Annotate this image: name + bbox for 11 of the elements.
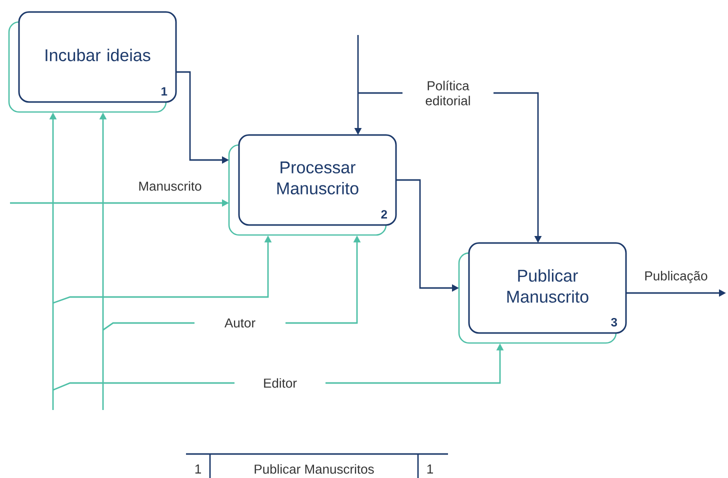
process-box: Publicar Manuscrito 3 xyxy=(458,242,627,344)
edge-label: Autor xyxy=(194,315,286,331)
title-block-text: Publicar Manuscritos xyxy=(254,464,374,474)
edge-label: Política editorial xyxy=(402,78,494,108)
title-block-text: 1 xyxy=(427,464,433,474)
title-block-text: 1 xyxy=(195,464,201,474)
edge-label: Editor xyxy=(234,375,326,391)
process-box: Incubar ideias 1 xyxy=(8,11,177,113)
edge-label: Manuscrito xyxy=(139,181,202,191)
edge-label: Publicação xyxy=(645,270,708,284)
process-box: Processar Manuscrito 2 xyxy=(228,134,397,236)
